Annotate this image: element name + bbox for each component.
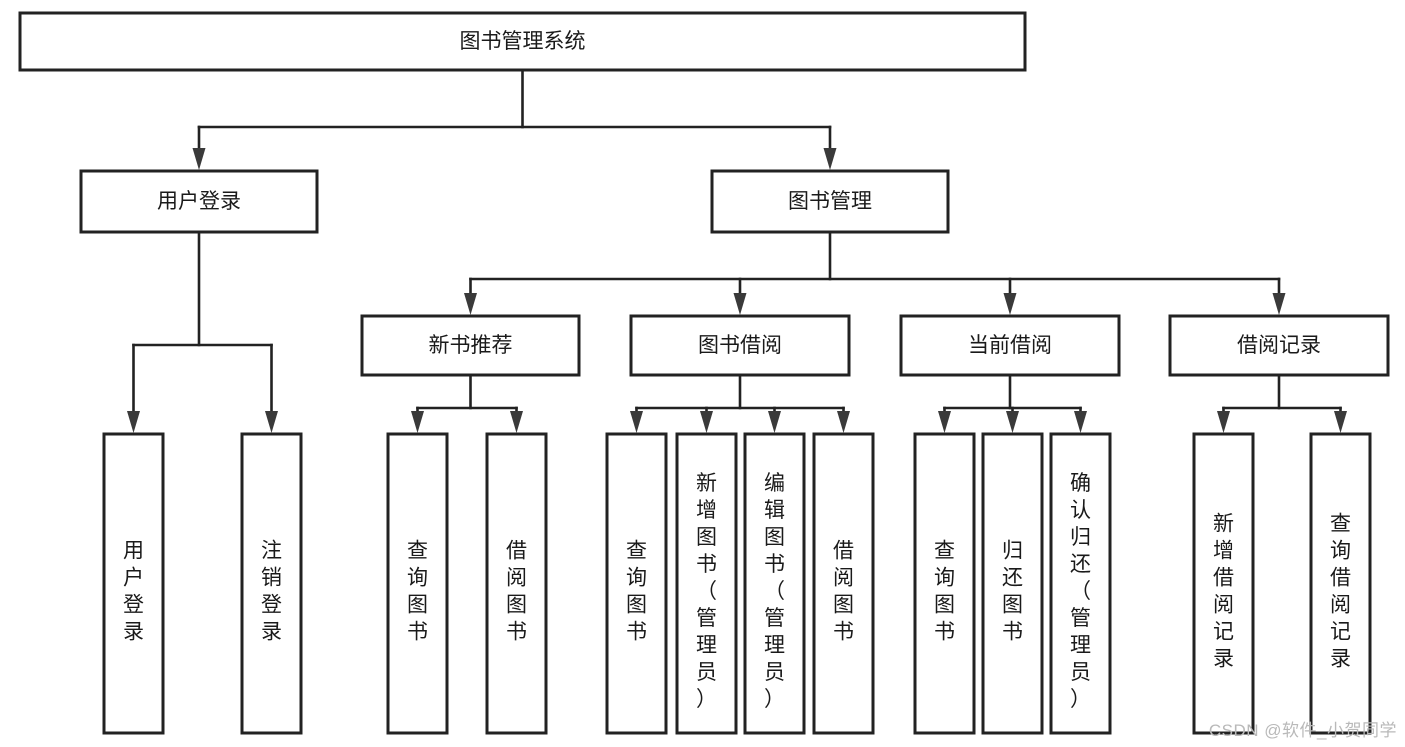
- node-label: 确认归还（管理员）: [1070, 472, 1091, 711]
- node-label: 图书管理系统: [460, 30, 586, 53]
- arrow-head-icon: [700, 411, 713, 433]
- arrow-head-icon: [192, 148, 206, 170]
- node-box: [605, 432, 668, 735]
- node-label: 借阅图书: [833, 539, 854, 643]
- node-box: [386, 432, 449, 735]
- node-l-cu-query[interactable]: 查询图书: [913, 432, 976, 735]
- node-l-nb-query[interactable]: 查询图书: [386, 432, 449, 735]
- node-box: [743, 432, 806, 735]
- node-box: [1309, 432, 1372, 735]
- node-l-bo-borrow[interactable]: 借阅图书: [812, 432, 875, 735]
- node-box: [79, 169, 319, 234]
- node-box: [899, 314, 1121, 377]
- node-box: [710, 169, 950, 234]
- node-n-user-login[interactable]: 用户登录: [79, 169, 319, 234]
- node-label: 图书借阅: [698, 334, 782, 357]
- arrow-head-icon: [1006, 411, 1019, 433]
- node-l-re-add[interactable]: 新增借阅记录: [1192, 432, 1255, 735]
- node-l-bo-add[interactable]: 新增图书（管理员）: [675, 432, 738, 735]
- arrow-head-icon: [837, 411, 850, 433]
- arrow-head-icon: [127, 411, 140, 433]
- node-label: 新增图书（管理员）: [696, 472, 717, 711]
- node-box: [18, 11, 1027, 72]
- node-box: [1192, 432, 1255, 735]
- arrow-head-icon: [1074, 411, 1087, 433]
- arrow-head-icon: [630, 411, 643, 433]
- node-box: [1168, 314, 1390, 377]
- node-n-current[interactable]: 当前借阅: [899, 314, 1121, 377]
- node-box: [629, 314, 851, 377]
- arrow-head-icon: [1272, 293, 1286, 315]
- node-n-book-mgmt[interactable]: 图书管理: [710, 169, 950, 234]
- node-box: [675, 432, 738, 735]
- arrow-head-icon: [768, 411, 781, 433]
- node-label: 查询图书: [626, 539, 647, 643]
- node-l-re-query[interactable]: 查询借阅记录: [1309, 432, 1372, 735]
- node-l-user-logout[interactable]: 注销登录: [240, 432, 303, 735]
- arrow-head-icon: [1334, 411, 1347, 433]
- arrow-head-icon: [1217, 411, 1230, 433]
- arrow-head-icon: [464, 293, 477, 315]
- node-n-new-book[interactable]: 新书推荐: [360, 314, 581, 377]
- node-l-nb-borrow[interactable]: 借阅图书: [485, 432, 548, 735]
- node-label: 用户登录: [157, 190, 241, 213]
- node-label: 借阅图书: [506, 539, 527, 643]
- arrow-head-icon: [823, 148, 837, 170]
- node-box: [360, 314, 581, 377]
- node-l-user-login[interactable]: 用户登录: [102, 432, 165, 735]
- node-box: [1049, 432, 1112, 735]
- node-box: [812, 432, 875, 735]
- node-label: 用户登录: [123, 539, 144, 643]
- node-l-cu-return[interactable]: 归还图书: [981, 432, 1044, 735]
- node-l-bo-query[interactable]: 查询图书: [605, 432, 668, 735]
- node-label: 注销登录: [261, 539, 282, 643]
- node-label: 借阅记录: [1237, 334, 1321, 357]
- arrow-head-icon: [1003, 293, 1017, 315]
- node-label: 新书推荐: [429, 334, 513, 357]
- node-label: 编辑图书（管理员）: [764, 472, 785, 711]
- node-n-record[interactable]: 借阅记录: [1168, 314, 1390, 377]
- arrow-head-icon: [733, 293, 747, 315]
- node-l-bo-edit[interactable]: 编辑图书（管理员）: [743, 432, 806, 735]
- node-label: 查询借阅记录: [1330, 512, 1351, 670]
- arrow-head-icon: [265, 411, 278, 433]
- node-box: [240, 432, 303, 735]
- node-label: 图书管理: [788, 190, 872, 213]
- node-label: 查询图书: [407, 539, 428, 643]
- node-l-cu-confirm[interactable]: 确认归还（管理员）: [1049, 432, 1112, 735]
- node-box: [913, 432, 976, 735]
- node-box: [981, 432, 1044, 735]
- node-root[interactable]: 图书管理系统: [18, 11, 1027, 72]
- node-n-borrow[interactable]: 图书借阅: [629, 314, 851, 377]
- node-label: 新增借阅记录: [1213, 512, 1234, 670]
- node-label: 查询图书: [934, 539, 955, 643]
- arrow-head-icon: [938, 411, 951, 433]
- arrow-head-icon: [411, 411, 424, 433]
- connector-layer: [127, 68, 1347, 433]
- node-layer: 图书管理系统用户登录图书管理新书推荐图书借阅当前借阅借阅记录用户登录注销登录查询…: [18, 11, 1390, 735]
- node-box: [485, 432, 548, 735]
- node-label: 当前借阅: [968, 334, 1052, 357]
- arrow-head-icon: [510, 411, 523, 433]
- node-box: [102, 432, 165, 735]
- node-label: 归还图书: [1002, 539, 1023, 643]
